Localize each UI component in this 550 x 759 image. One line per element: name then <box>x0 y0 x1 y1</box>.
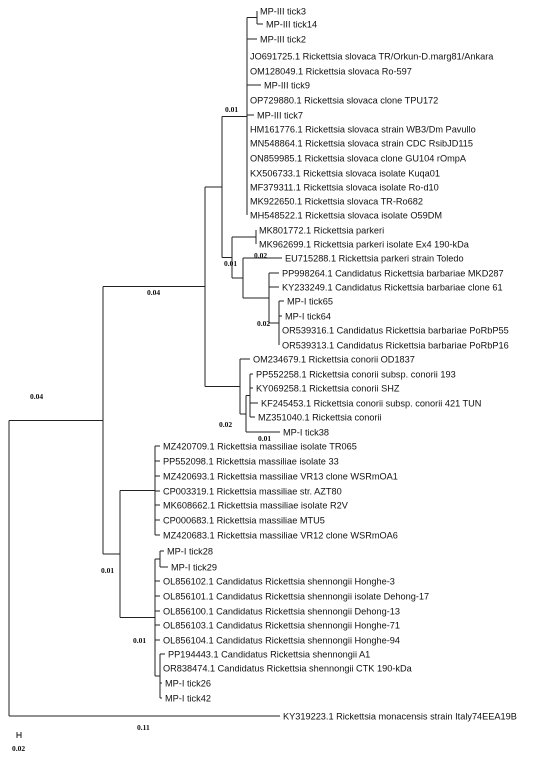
taxon-label: ON859985.1 Rickettsia slovaca clone GU10… <box>250 153 467 163</box>
branch-value: 0.02 <box>257 319 270 328</box>
taxon-label: MZ420693.1 Rickettsia massiliae VR13 clo… <box>163 471 398 481</box>
taxon-label: MP-III tick3 <box>260 6 306 16</box>
taxon-label: OR838474.1 Candidatus Rickettsia shennon… <box>163 663 413 673</box>
taxon-label: OL856101.1 Candidatus Rickettsia shennon… <box>163 591 429 601</box>
taxon-label: MH548522.1 Rickettsia slovaca isolate O5… <box>250 210 442 220</box>
taxon-label: CP003319.1 Rickettsia massiliae str. AZT… <box>163 486 342 496</box>
taxon-label: OL856100.1 Candidatus Rickettsia shennon… <box>163 606 400 616</box>
taxon-label: OL856104.1 Candidatus Rickettsia shennon… <box>163 635 400 645</box>
taxon-label: KY319223.1 Rickettsia monacensis strain … <box>283 711 517 721</box>
branch-value: 0.01 <box>133 636 146 645</box>
taxon-label: MP-III tick2 <box>260 34 306 44</box>
taxon-label: MF379311.1 Rickettsia slovaca isolate Ro… <box>250 182 439 192</box>
taxon-label: PP552098.1 Rickettsia massiliae isolate … <box>163 456 339 466</box>
taxon-label: MP-I tick26 <box>165 678 211 688</box>
taxon-label: HM161776.1 Rickettsia slovaca strain WB3… <box>250 124 476 134</box>
branch-value: 0.01 <box>225 105 238 114</box>
taxon-label: MN548864.1 Rickettsia slovaca strain CDC… <box>250 138 473 148</box>
taxon-label: MP-III tick9 <box>264 80 310 90</box>
taxon-label: MP-III tick7 <box>257 110 303 120</box>
scale-bar-label: 0.02 <box>12 744 25 753</box>
branch-value: 0.01 <box>101 566 114 575</box>
taxon-label: MK962699.1 Rickettsia parkeri isolate Ex… <box>259 239 470 249</box>
taxon-label: OL856102.1 Candidatus Rickettsia shennon… <box>163 576 395 586</box>
taxon-label: MK922650.1 Rickettsia slovaca TR-Ro682 <box>250 196 423 206</box>
taxon-label: MP-I tick64 <box>285 311 331 321</box>
taxon-label: OM234679.1 Rickettsia conorii OD1837 <box>253 354 415 364</box>
taxon-label: OM128049.1 Rickettsia slovaca Ro-597 <box>250 66 412 76</box>
taxon-label: PP194443.1 Candidatus Rickettsia shennon… <box>168 649 370 659</box>
taxon-label: KY069258.1 Rickettsia conorii SHZ <box>256 383 400 393</box>
taxon-label: KY233249.1 Candidatus Rickettsia barbari… <box>282 282 503 292</box>
taxon-label: MP-I tick65 <box>287 296 333 306</box>
branch-value: 0.04 <box>30 392 43 401</box>
taxon-label: MP-III tick14 <box>266 19 317 29</box>
branch-value: 0.01 <box>258 434 271 443</box>
taxon-label: OR539313.1 Candidatus Rickettsia barbari… <box>282 340 509 350</box>
taxon-label: MZ351040.1 Rickettsia conorii <box>258 412 382 422</box>
taxon-label: MP-I tick42 <box>165 693 211 703</box>
taxon-label: MK801772.1 Rickettsia parkeri <box>259 225 384 235</box>
taxon-label: MP-I tick38 <box>283 427 329 437</box>
taxon-label: JO691725.1 Rickettsia slovaca TR/Orkun-D… <box>250 51 494 61</box>
taxon-label: PP998264.1 Candidatus Rickettsia barbari… <box>282 268 504 278</box>
taxon-label: KF245453.1 Rickettsia conorii subsp. con… <box>261 398 481 408</box>
taxon-label: MZ420683.1 Rickettsia massiliae VR12 clo… <box>163 530 398 540</box>
taxon-label: MP-I tick29 <box>171 562 217 572</box>
branch-value: 0.02 <box>219 420 232 429</box>
taxon-label: MZ420709.1 Rickettsia massiliae isolate … <box>163 441 357 451</box>
branch-value: 0.02 <box>254 251 267 260</box>
taxon-label: MP-I tick28 <box>167 546 213 556</box>
taxon-label: EU715288.1 Rickettsia parkeri strain Tol… <box>285 253 464 263</box>
taxon-label: CP000683.1 Rickettsia massiliae MTU5 <box>163 515 325 525</box>
taxon-label: MK608662.1 Rickettsia massiliae isolate … <box>163 500 349 510</box>
taxon-label: OP729880.1 Rickettsia slovaca clone TPU1… <box>250 95 438 105</box>
taxon-label: KX506733.1 Rickettsia slovaca isolate Ku… <box>250 168 440 178</box>
branch-value: 0.04 <box>147 288 160 297</box>
taxon-label: OL856103.1 Candidatus Rickettsia shennon… <box>163 620 400 630</box>
branch-value: 0.01 <box>224 259 237 268</box>
taxon-label: PP552258.1 Rickettsia conorii subsp. con… <box>256 369 456 379</box>
taxon-label: OR539316.1 Candidatus Rickettsia barbari… <box>282 325 509 335</box>
branch-value: 0.11 <box>137 723 150 732</box>
